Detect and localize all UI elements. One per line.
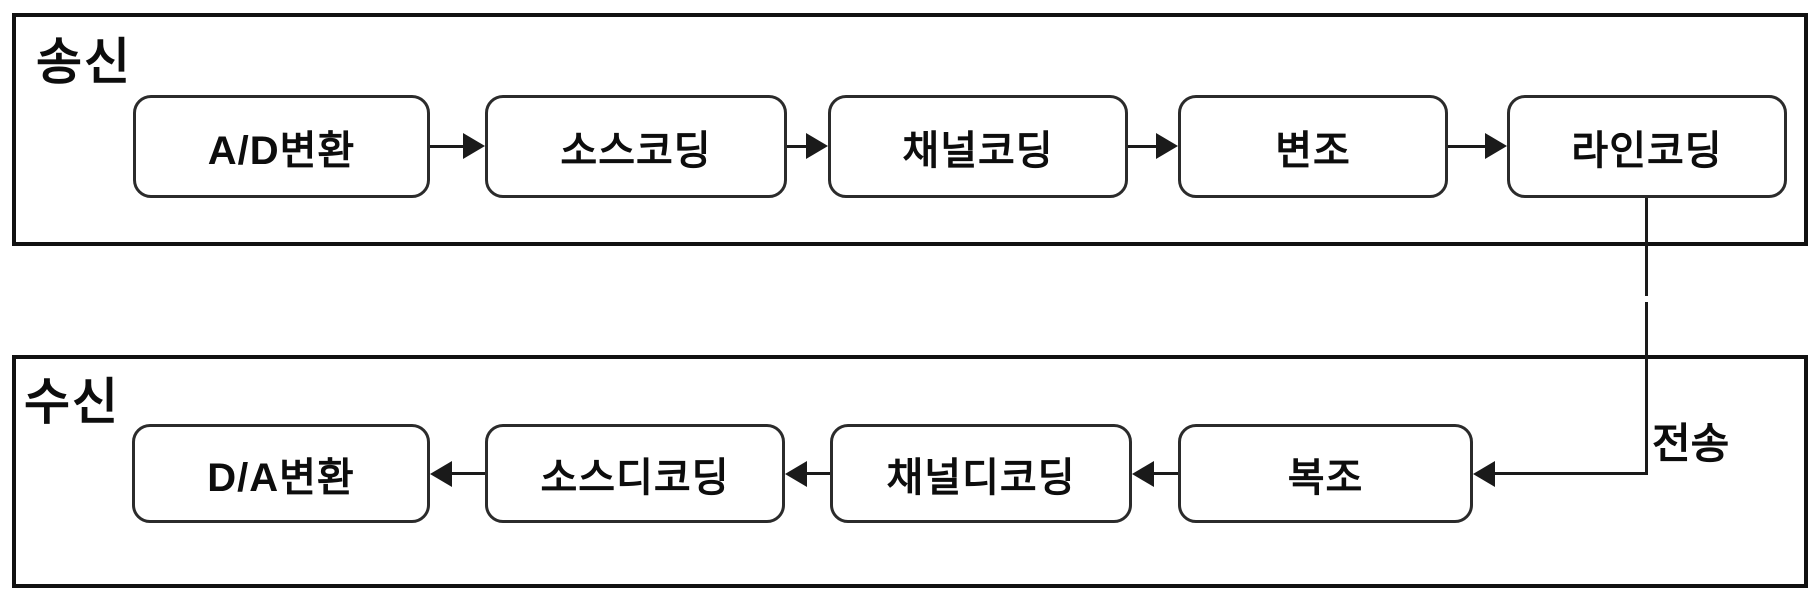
arrow-shaft <box>1448 145 1488 148</box>
transmission-label: 전송 <box>1652 420 1730 467</box>
arrow-shaft <box>430 145 466 148</box>
tx-node-ad-conversion: A/D변환 <box>133 95 430 198</box>
arrow-left-icon <box>430 461 452 487</box>
rx-section-box <box>12 355 1808 588</box>
arrow-shaft <box>1152 472 1178 475</box>
rx-node-demodulation: 복조 <box>1178 424 1473 523</box>
tx-node-channel-coding: 채널코딩 <box>828 95 1128 198</box>
line-gap-artifact <box>1643 296 1651 302</box>
arrow-left-icon <box>1132 461 1154 487</box>
arrow-shaft <box>805 472 830 475</box>
arrow-shaft <box>450 472 485 475</box>
tx-section-box <box>12 13 1808 246</box>
arrow-right-icon <box>1156 133 1178 159</box>
rx-section-label: 수신 <box>24 374 120 430</box>
transmission-hline <box>1493 472 1647 475</box>
arrow-left-icon <box>785 461 807 487</box>
tx-node-line-coding: 라인코딩 <box>1507 95 1787 198</box>
arrow-shaft <box>1128 145 1159 148</box>
rx-node-channel-decoding: 채널디코딩 <box>830 424 1132 523</box>
arrow-left-icon <box>1473 461 1495 487</box>
tx-node-source-coding: 소스코딩 <box>485 95 787 198</box>
rx-node-da-conversion: D/A변환 <box>132 424 430 523</box>
transmission-vline <box>1645 198 1648 475</box>
tx-section-label: 송신 <box>36 34 132 90</box>
tx-node-modulation: 변조 <box>1178 95 1448 198</box>
arrow-right-icon <box>806 133 828 159</box>
arrow-right-icon <box>1485 133 1507 159</box>
arrow-right-icon <box>463 133 485 159</box>
rx-node-source-decoding: 소스디코딩 <box>485 424 785 523</box>
arrow-shaft <box>787 145 809 148</box>
